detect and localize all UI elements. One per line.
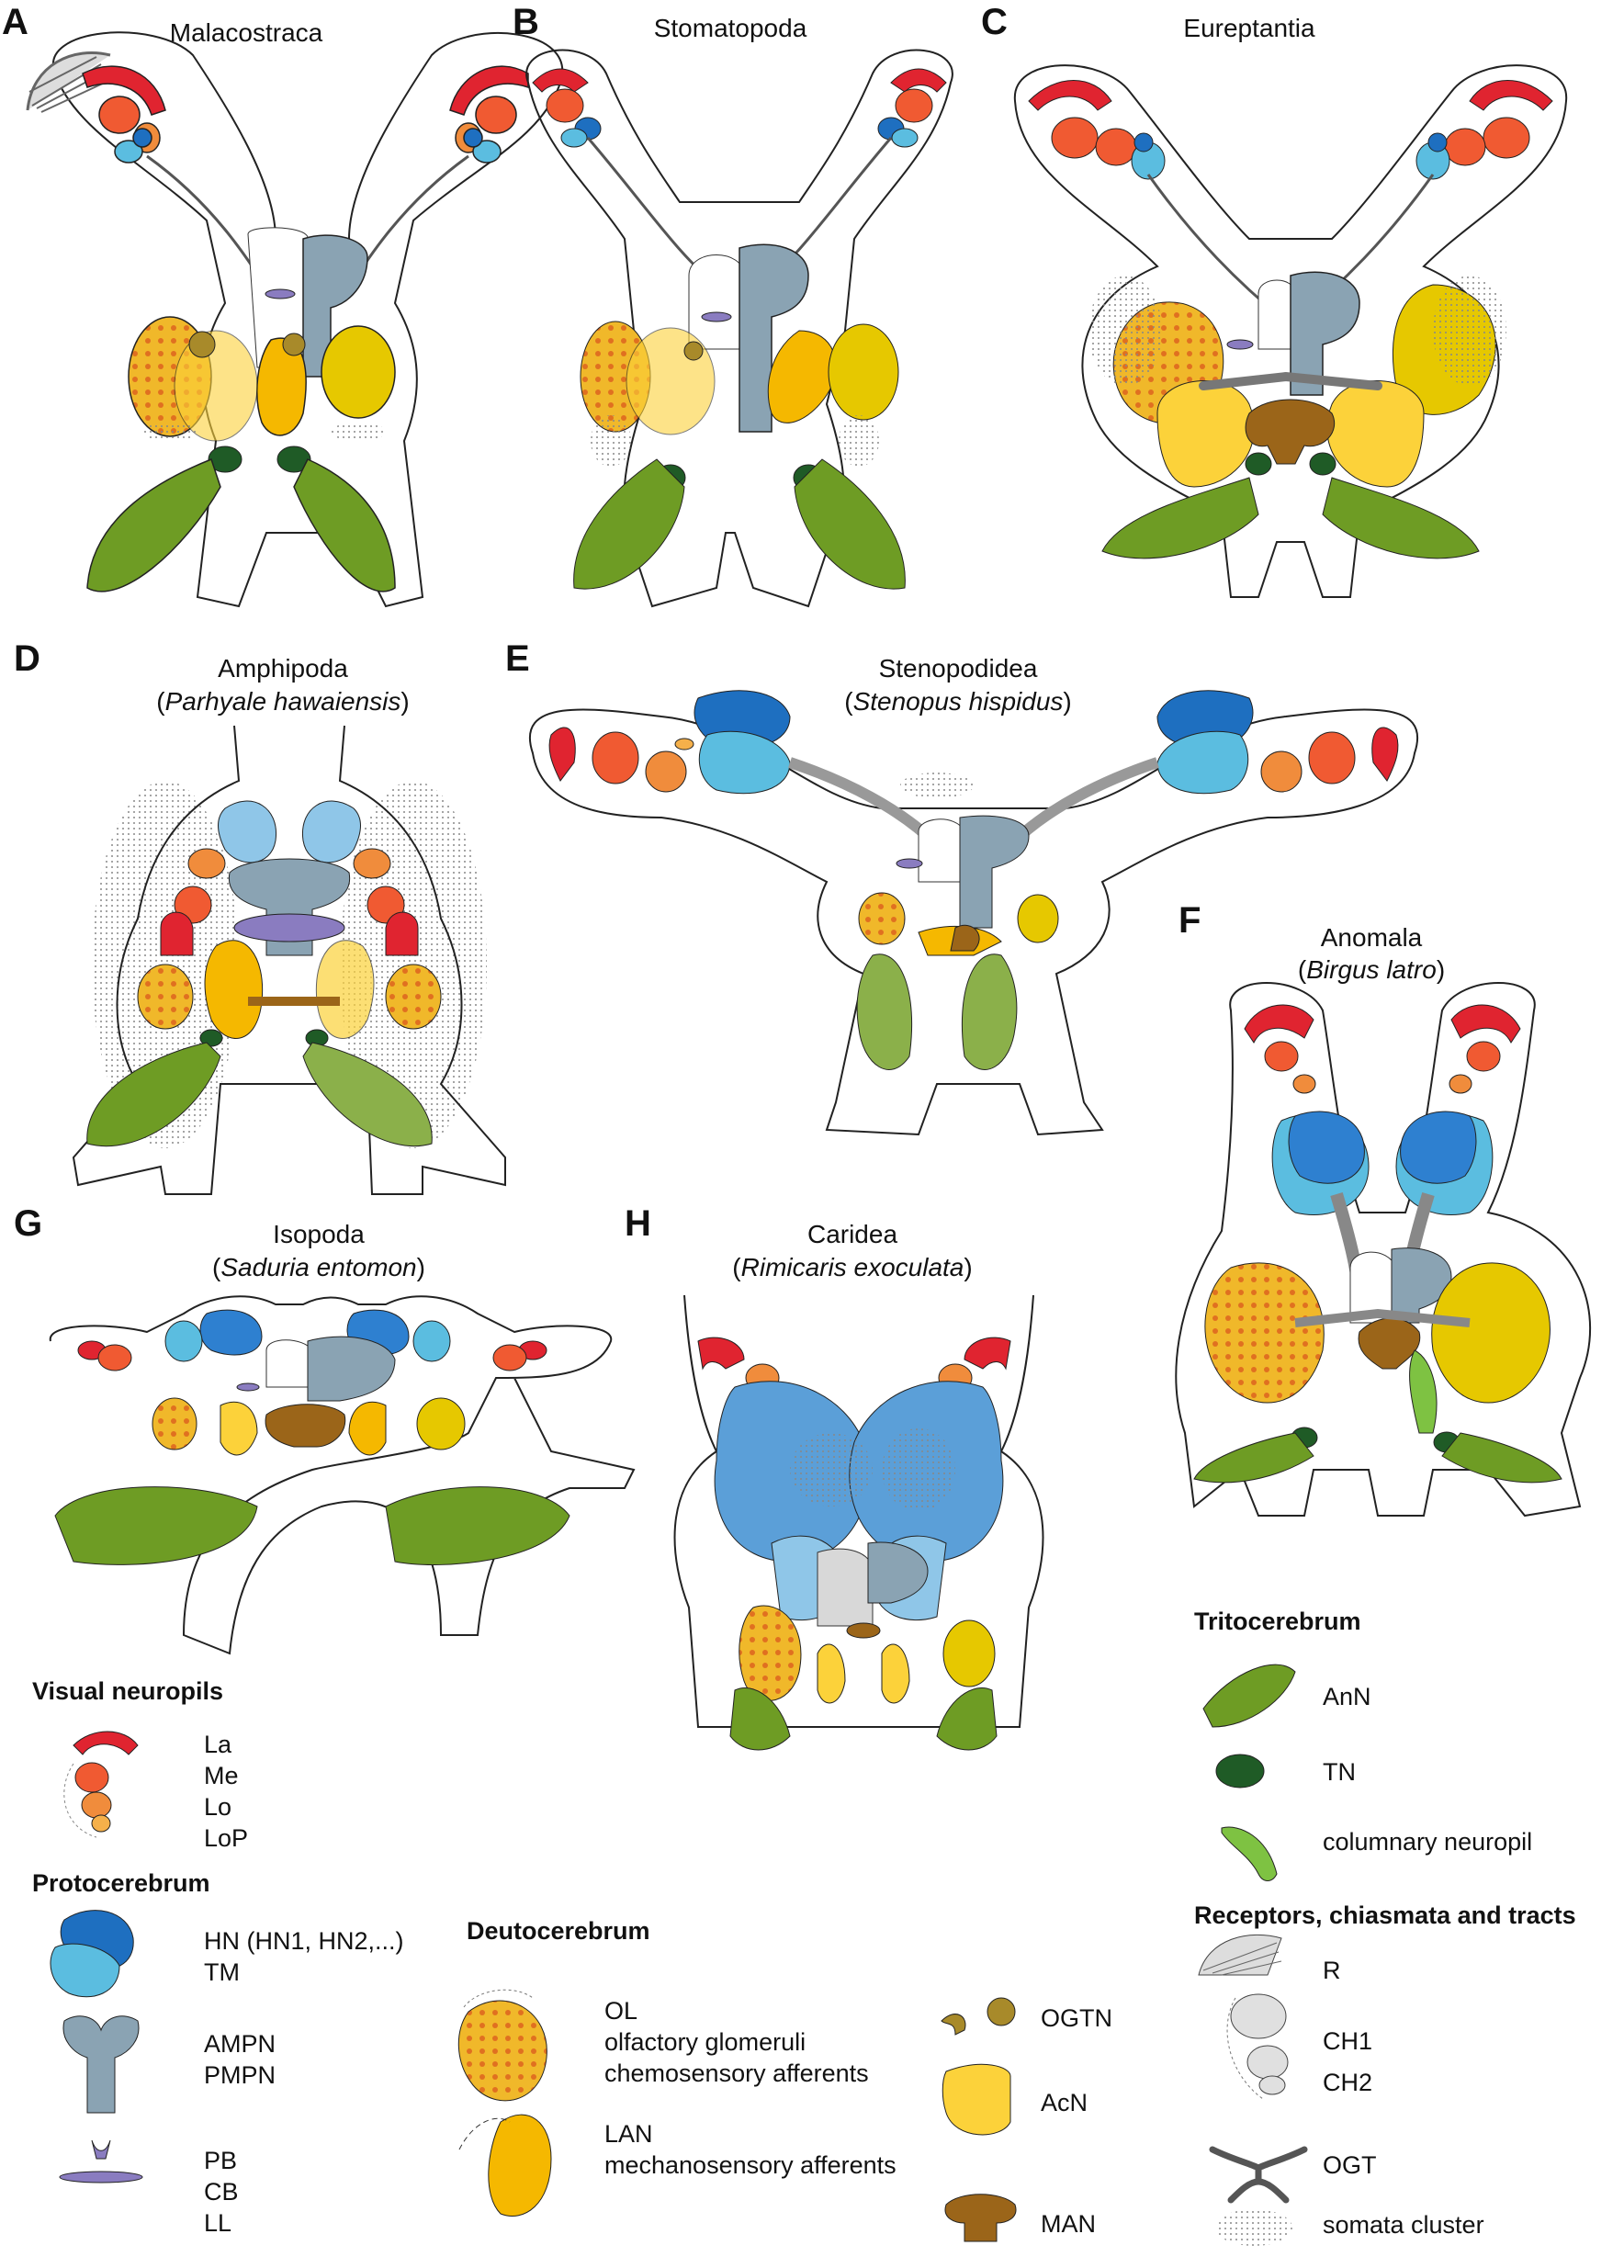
legend-man-icon [944,2194,1017,2242]
legend-cb: CB [204,2178,239,2206]
legend-ampn: AMPN [204,2030,276,2058]
receptor-icon [26,51,111,113]
legend-trito-title: Tritocerebrum [1194,1608,1361,1635]
panel-letter-e: E [505,638,530,679]
legend-ann: AnN [1323,1683,1371,1710]
legend-hn: HN (HN1, HN2,...) [204,1927,404,1955]
panel-species-f: (Birgus latro) [1297,955,1446,984]
panel-title-g: Isopoda [273,1220,365,1248]
legend-lan-icon [458,2114,552,2217]
legend-receptor-icon [1198,1934,1289,2100]
legend-mechano: mechanosensory afferents [604,2151,897,2179]
panel-title-b: Stomatopoda [653,14,807,42]
legend-tm: TM [204,1958,240,1986]
panel-d-diagram [72,725,506,1195]
panel-title-e: Stenopodidea [878,654,1038,683]
panel-g-diagram [49,1295,636,1655]
panel-letter-d: D [14,638,40,679]
panel-c-diagram [1013,64,1568,598]
legend-pb-icon [59,2139,143,2183]
panel-letter-a: A [2,2,28,42]
panel-title-d: Amphipoda [218,654,348,683]
legend-acn-icon [942,2063,1011,2136]
panel-title-c: Eureptantia [1183,14,1315,42]
panel-title-a: Malacostraca [169,18,323,47]
legend-ll: LL [204,2209,232,2237]
legend-somata: somata cluster [1323,2211,1484,2239]
legend-ogtn: OGTN [1041,2004,1112,2032]
legend-acn: AcN [1041,2089,1088,2116]
panel-title-f: Anomala [1320,923,1423,952]
legend-tn: TN [1323,1758,1356,1786]
legend-pmpn: PMPN [204,2061,276,2089]
panel-letter-h: H [625,1203,651,1244]
legend-pb: PB [204,2147,238,2174]
legend-visual-title: Visual neuropils [32,1677,224,1705]
panel-species-h: (Rimicaris exoculata) [732,1253,973,1281]
legend-ann-icon [1202,1664,1296,1728]
legend-ogtn-icon [941,1997,1016,2036]
legend-chemo: chemosensory afferents [604,2059,869,2087]
legend-visual-icon [63,1731,139,1838]
panel-title-h: Caridea [806,1220,898,1248]
legend-me: Me [204,1762,239,1789]
panel-letter-c: C [981,2,1008,42]
legend-columnary-icon [1221,1826,1278,1881]
legend-ch2: CH2 [1323,2069,1373,2096]
legend-hn-icon [50,1910,134,1998]
panel-h-diagram [673,1294,1044,1751]
panel-species-g: (Saduria entomon) [212,1253,425,1281]
legend-ogt: OGT [1323,2151,1377,2179]
legend-r: R [1323,1957,1341,1984]
legend-tn-icon [1215,1754,1265,1788]
legend-somata-icon [1215,2209,1292,2246]
legend-ol-icon [457,1989,547,2102]
panel-letter-g: G [14,1203,43,1244]
legend-lop: LoP [204,1824,249,1852]
panel-a-diagram [26,31,564,608]
legend-glomeruli: olfactory glomeruli [604,2028,806,2056]
panel-species-e: (Stenopus hispidus) [844,687,1072,716]
panel-e-diagram [529,690,1418,1136]
panel-f-diagram [1175,982,1592,1518]
legend-ch1: CH1 [1323,2027,1373,2055]
panel-species-d: (Parhyale hawaiensis) [156,687,410,716]
panel-b-diagram [525,49,953,608]
panel-letter-f: F [1179,900,1201,941]
legend-la: La [204,1731,232,1758]
legend-proto-title: Protocerebrum [32,1869,210,1897]
legend-ogt-icon [1209,2146,1308,2204]
legend-man: MAN [1041,2210,1096,2238]
legend-columnary: columnary neuropil [1323,1828,1533,1856]
legend-deuto-title: Deutocerebrum [467,1917,650,1945]
legend-ol: OL [604,1997,638,2025]
legend-lan: LAN [604,2120,653,2148]
legend-receptors-title: Receptors, chiasmata and tracts [1194,1901,1576,1929]
legend-lo: Lo [204,1793,232,1821]
legend-mpn-icon [62,2015,140,2114]
